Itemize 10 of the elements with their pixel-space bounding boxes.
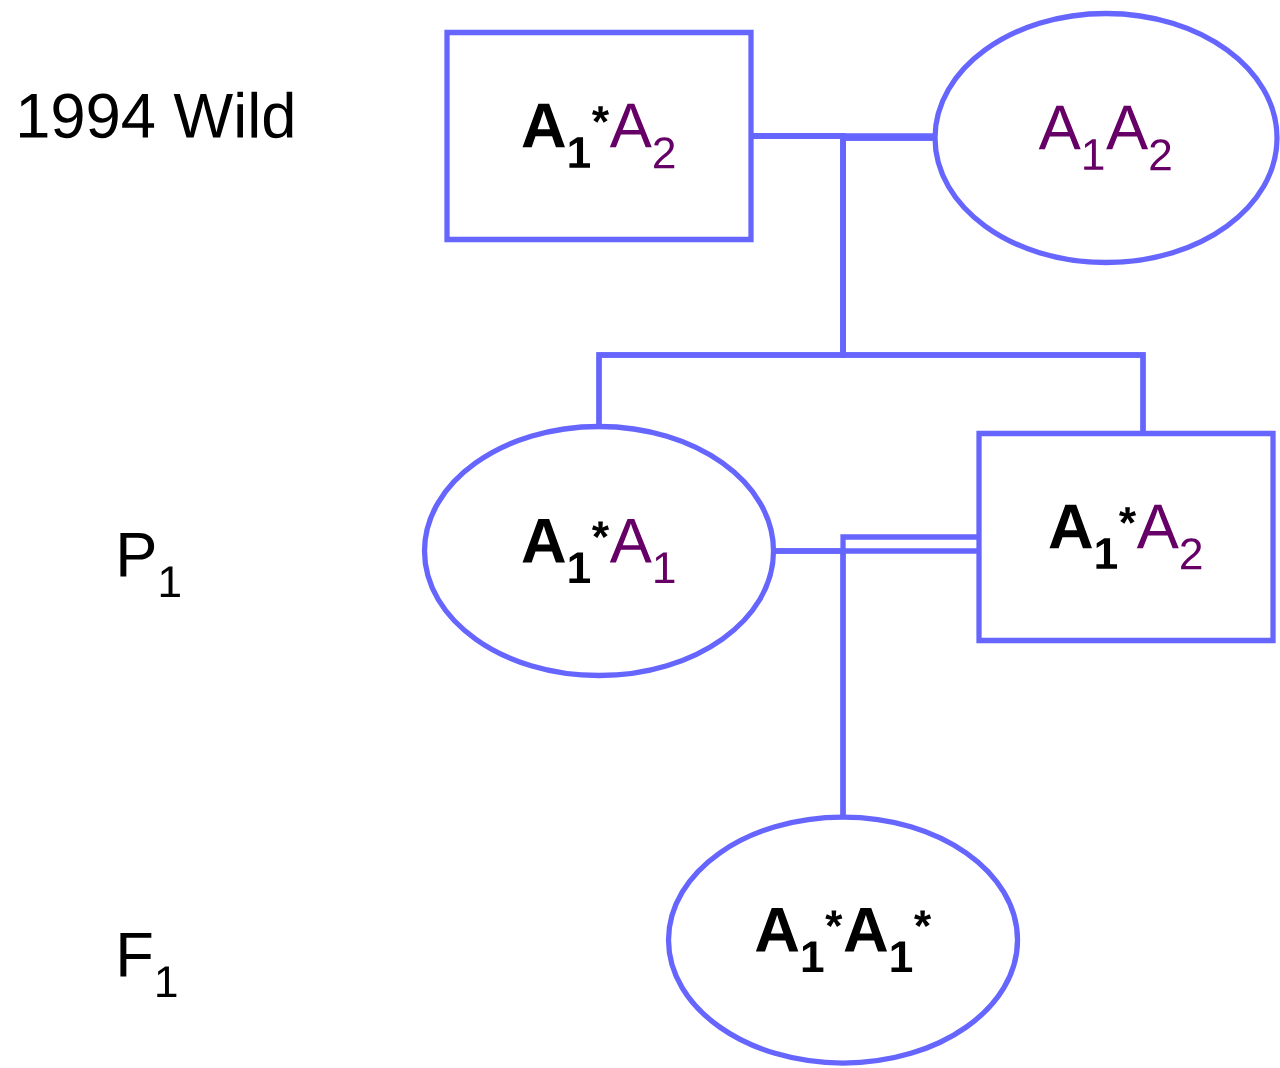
generation-label: F$_{1}$: [120, 933, 177, 997]
female-oval: A$_{1}$*A$_{1}$: [421, 423, 777, 679]
pedigree-line: [840, 135, 1146, 434]
female-oval: A$_{1}$$^{*}$A$_{1}$*: [665, 814, 1021, 1066]
male-square: A$_{1}$*A$_{2}$: [444, 29, 754, 243]
generation-label: 1994 Wild: [20, 91, 293, 139]
male-square: A$_{1}$*A$_{2}$: [976, 430, 1276, 644]
generation-label: P$_{1}$: [120, 533, 180, 597]
pedigree-line: [840, 534, 979, 817]
female-oval: A$_{1}$A$_{2}$: [932, 10, 1280, 266]
